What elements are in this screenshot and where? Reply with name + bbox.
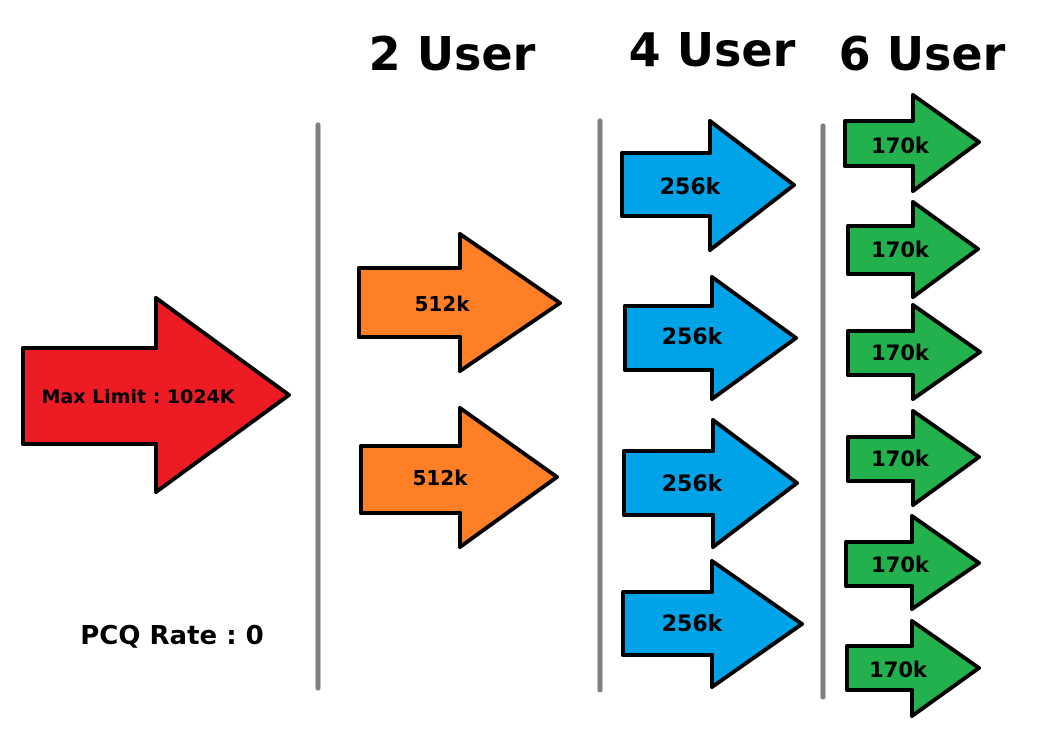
arrow-6-user-6: 170k	[845, 619, 981, 718]
arrow-6-user-1: 170k	[843, 93, 981, 193]
arrow-6-user-4: 170k	[846, 409, 981, 507]
arrow-6-user-1-shape	[843, 93, 981, 193]
arrow-2-user-1-label: 512k	[414, 292, 470, 316]
header-2-user: 2 User	[369, 27, 536, 81]
arrow-6-user-2: 170k	[846, 200, 980, 299]
arrow-4-user-1-label: 256k	[660, 175, 722, 200]
arrows-6-user: 170k 170k 170k 170k 170k 170k	[843, 93, 982, 718]
pcq-rate-label: PCQ Rate : 0	[80, 621, 264, 651]
max-limit-arrow-shape	[21, 296, 291, 494]
arrow-6-user-1-label: 170k	[871, 134, 930, 158]
arrow-4-user-2: 256k	[623, 275, 798, 401]
arrow-6-user-3: 170k	[846, 303, 982, 401]
arrow-2-user-2-shape	[359, 406, 559, 549]
arrow-4-user-3-shape	[622, 418, 799, 549]
arrow-6-user-6-shape	[845, 619, 981, 718]
arrow-2-user-1-shape	[357, 232, 562, 373]
arrow-6-user-5-label: 170k	[871, 553, 930, 577]
arrow-4-user-2-shape	[623, 275, 798, 401]
arrows-4-user: 256k 256k 256k 256k	[620, 119, 804, 689]
max-limit-arrow: Max Limit : 1024K	[21, 296, 291, 494]
arrow-6-user-2-shape	[846, 200, 980, 299]
arrow-4-user-1: 256k	[620, 119, 796, 252]
arrow-6-user-3-label: 170k	[871, 341, 930, 365]
arrow-6-user-2-label: 170k	[871, 238, 930, 262]
arrow-2-user-1: 512k	[357, 232, 562, 373]
max-limit-label: Max Limit : 1024K	[41, 386, 235, 408]
arrow-4-user-4-label: 256k	[662, 612, 724, 637]
header-4-user: 4 User	[629, 23, 796, 77]
arrow-6-user-4-shape	[846, 409, 981, 507]
arrow-4-user-2-label: 256k	[662, 325, 724, 350]
arrow-2-user-2-label: 512k	[412, 466, 468, 490]
arrow-6-user-5-shape	[844, 514, 981, 611]
arrow-4-user-4: 256k	[621, 559, 804, 689]
arrows-2-user: 512k 512k	[357, 232, 562, 549]
arrow-6-user-6-label: 170k	[869, 658, 928, 682]
arrow-4-user-3-label: 256k	[662, 472, 724, 497]
header-6-user: 6 User	[839, 27, 1006, 81]
arrow-6-user-4-label: 170k	[871, 447, 930, 471]
arrow-4-user-1-shape	[620, 119, 796, 252]
arrow-6-user-5: 170k	[844, 514, 981, 611]
arrow-4-user-3: 256k	[622, 418, 799, 549]
arrow-2-user-2: 512k	[359, 406, 559, 549]
arrow-6-user-3-shape	[846, 303, 982, 401]
arrow-4-user-4-shape	[621, 559, 804, 689]
